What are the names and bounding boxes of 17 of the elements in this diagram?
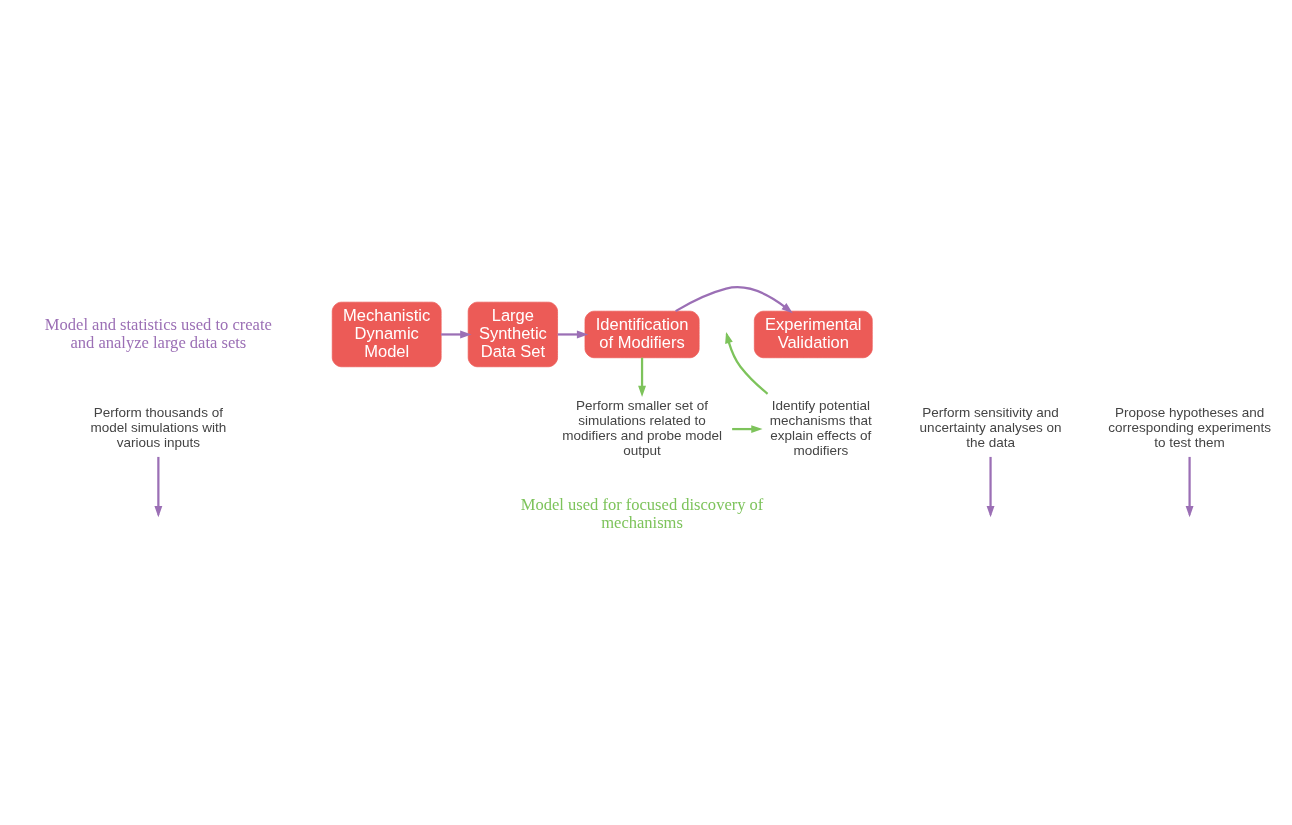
node-text: Perform sensitivity and uncertainty analyses on the data [919, 405, 1062, 451]
node-text: Perform thousands of model simulations with various inputs [90, 405, 227, 451]
arrow [1185, 456, 1194, 518]
node-box: Mechanistic Dynamic Model [331, 301, 442, 368]
node-box: Large Synthetic Data Set [467, 301, 558, 368]
arrow [638, 357, 646, 398]
label: Model used for focused discovery of mechanisms [520, 494, 764, 532]
node-box: Identification of Modifiers [584, 310, 700, 359]
node-text: Perform smaller set of simulations related to modifiers and probe model output [562, 397, 722, 458]
label: Model and statistics used to create and analyze large data sets [44, 314, 272, 352]
arrow [732, 425, 763, 434]
arrow [441, 330, 472, 339]
arrow [675, 286, 793, 314]
node-text: Propose hypotheses and corresponding experiments to test them [1108, 405, 1272, 451]
node-box: Experimental Validation [753, 310, 873, 359]
node-text: Identify potential mechanisms that explain effects of modifiers [769, 397, 872, 458]
arrow [557, 330, 589, 339]
